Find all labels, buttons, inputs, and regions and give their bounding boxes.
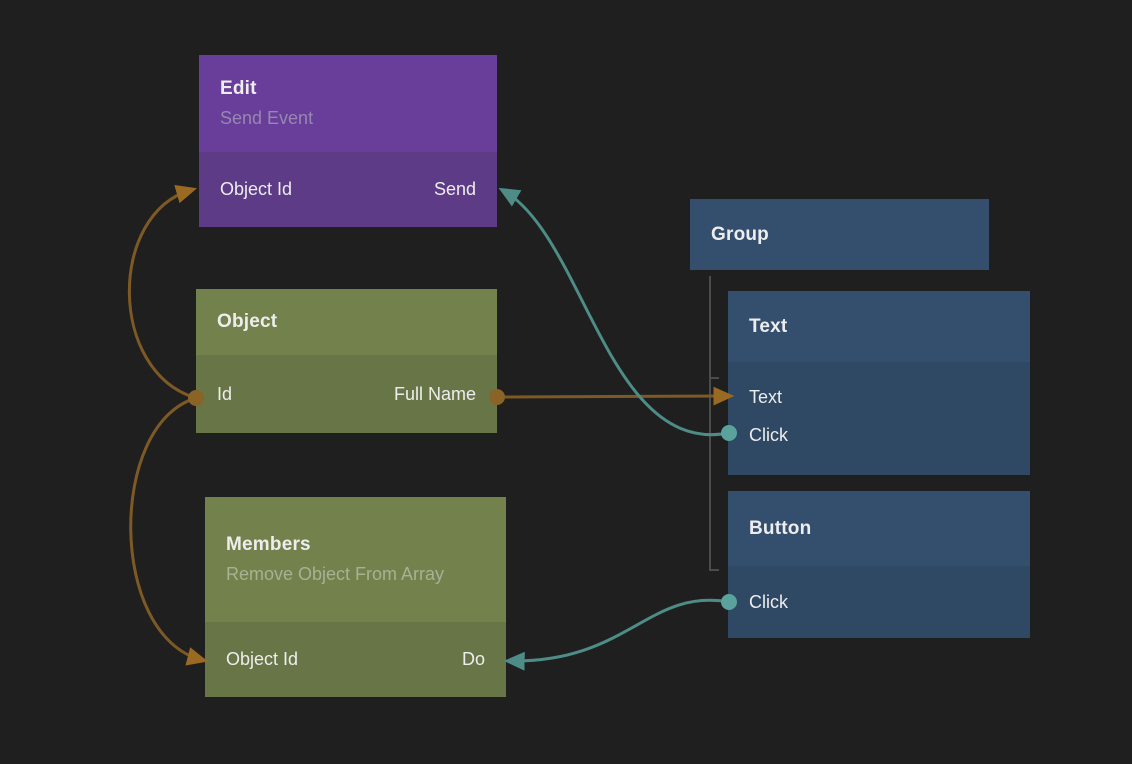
node-title: Group	[711, 223, 769, 245]
node-title: Object	[217, 311, 278, 332]
port-edit-object-id[interactable]: Object Id	[220, 179, 293, 199]
node-object-header[interactable]: Object	[196, 289, 497, 355]
node-members-ports: Object Id Do	[205, 622, 506, 697]
wire-full-name-to-text-text[interactable]	[496, 386, 735, 406]
node-object[interactable]: Object Id Full Name	[196, 289, 497, 433]
port-members-object-id[interactable]: Object Id	[226, 649, 299, 669]
port-object-id[interactable]: Id	[217, 383, 233, 404]
node-group[interactable]: Group	[690, 199, 989, 270]
port-text-text[interactable]: Text	[749, 386, 783, 407]
node-group-header[interactable]: Group	[690, 199, 989, 270]
wire-button-click-to-members-do[interactable]	[503, 598, 730, 671]
node-text-ports: Text Click	[728, 362, 1030, 475]
node-title: Text	[749, 315, 788, 337]
node-title: Edit	[220, 78, 257, 99]
node-members-header[interactable]: Members Remove Object From Array	[205, 497, 506, 622]
node-edit[interactable]: Edit Send Event Object Id Send	[199, 55, 497, 227]
node-title: Members	[226, 534, 311, 555]
node-edit-header[interactable]: Edit Send Event	[199, 55, 497, 152]
node-button-header[interactable]: Button	[728, 491, 1030, 566]
port-edit-send[interactable]: Send	[433, 179, 476, 199]
port-text-click[interactable]: Click	[749, 424, 788, 445]
group-hierarchy-line	[709, 276, 719, 571]
node-members[interactable]: Members Remove Object From Array Object …	[205, 497, 506, 697]
wire-object-id-to-members-object-id[interactable]	[129, 396, 209, 666]
node-edit-ports: Object Id Send	[199, 152, 497, 227]
node-button-ports: Click	[728, 566, 1030, 638]
port-object-full-name[interactable]: Full Name	[393, 383, 476, 404]
wire-object-id-to-edit-object-id[interactable]	[127, 185, 198, 400]
node-subtitle: Send Event	[220, 108, 314, 128]
port-members-do[interactable]: Do	[461, 649, 485, 669]
node-title: Button	[749, 517, 812, 539]
port-button-click[interactable]: Click	[749, 591, 788, 612]
node-text-header[interactable]: Text	[728, 291, 1030, 362]
node-object-ports: Id Full Name	[196, 355, 497, 433]
node-subtitle: Remove Object From Array	[226, 564, 445, 584]
node-button[interactable]: Button Click	[728, 491, 1030, 638]
node-text[interactable]: Text Text Click	[728, 291, 1030, 475]
